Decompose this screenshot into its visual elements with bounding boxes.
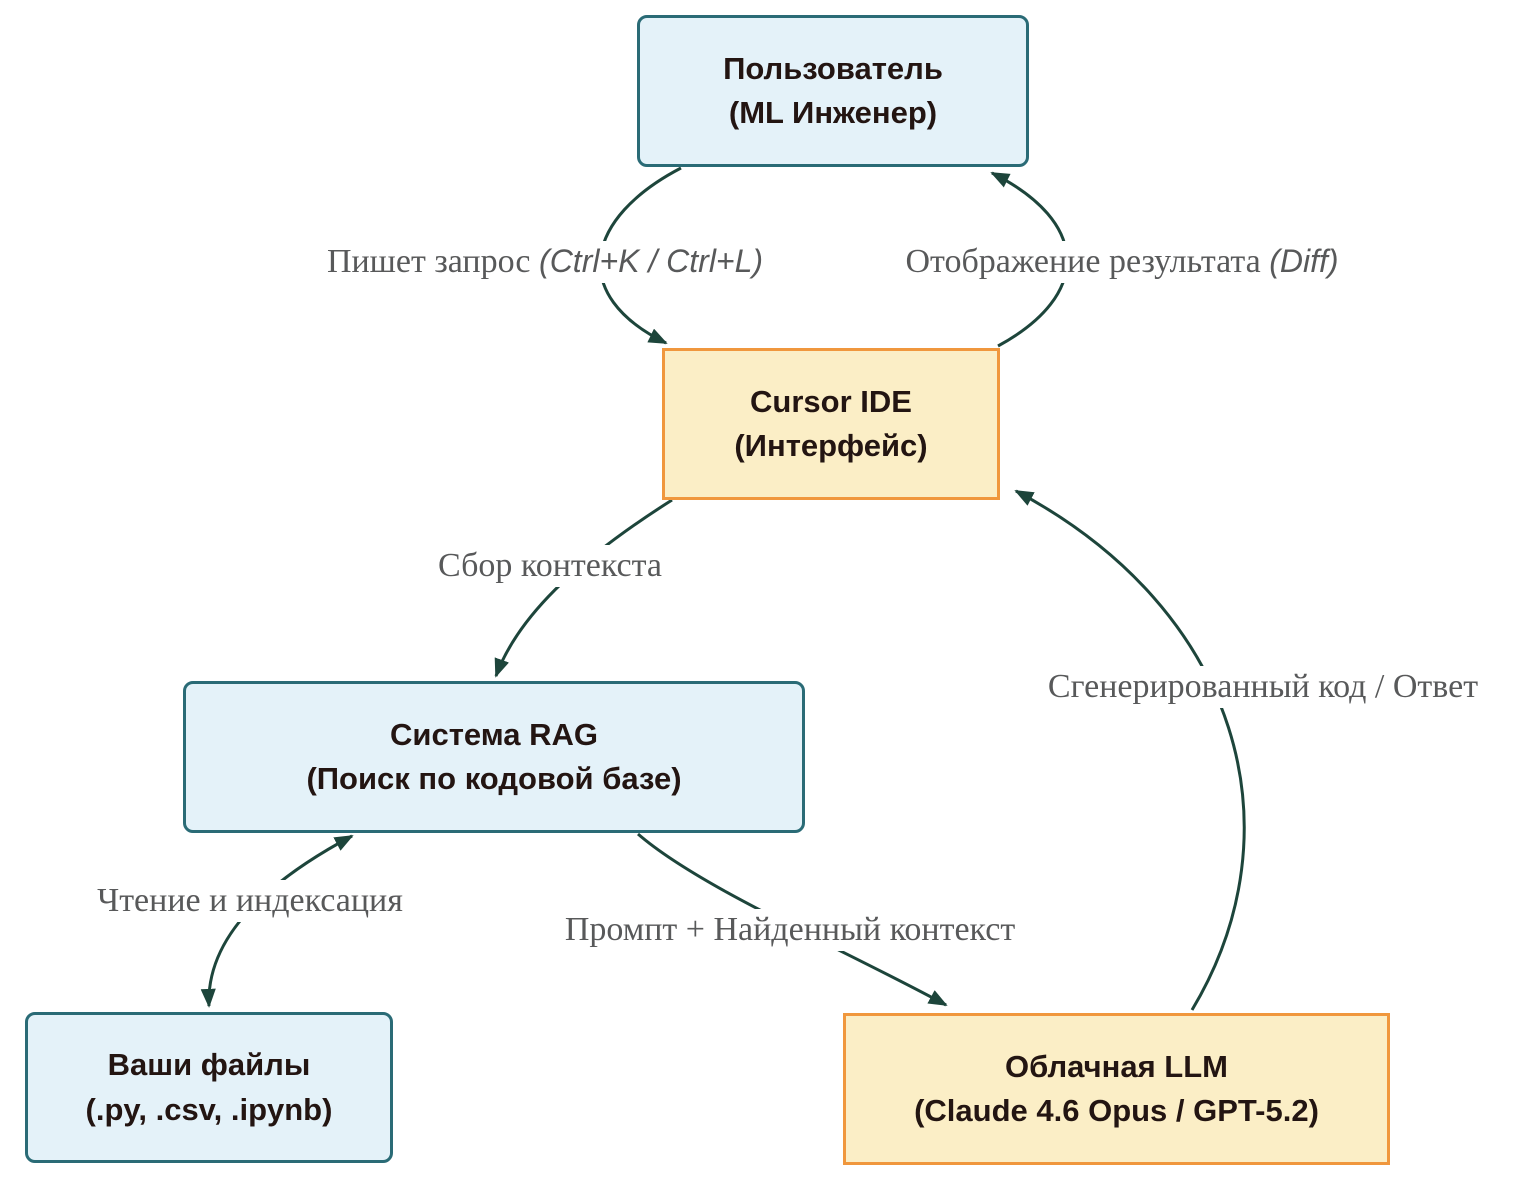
edge-generated-code-path — [1014, 489, 1246, 1011]
node-rag-system-subtitle: (Поиск по кодовой базе) — [306, 761, 682, 796]
edge-collect-context-path — [494, 498, 673, 678]
edge-label-read-index: Чтение и индексация — [89, 880, 411, 922]
edge-label-prompt-context-text: Промпт + Найденный контекст — [564, 911, 1016, 948]
edge-label-collect-context-text: Сбор контекста — [438, 547, 662, 584]
node-rag-system-title: Система RAG — [390, 716, 598, 752]
edge-label-display-result-note: (Diff) — [1269, 243, 1339, 279]
node-your-files-title: Ваши файлы — [107, 1047, 311, 1083]
edge-label-display-result-text: Отображение результата — [905, 243, 1261, 280]
node-cloud-llm-title: Облачная LLM — [1004, 1048, 1228, 1084]
edge-label-write-request-shortcut: (Ctrl+K / Ctrl+L) — [539, 243, 764, 279]
node-rag-system: Система RAG (Поиск по кодовой базе) — [183, 681, 805, 833]
edge-label-prompt-context: Промпт + Найденный контекст — [556, 909, 1024, 951]
edge-label-display-result: Отображение результата (Diff) — [897, 241, 1347, 283]
node-your-files: Ваши файлы (.py, .csv, .ipynb) — [25, 1012, 393, 1163]
node-cursor-ide-title: Cursor IDE — [750, 383, 912, 419]
node-user: Пользователь (ML Инженер) — [637, 15, 1029, 167]
node-user-subtitle: (ML Инженер) — [728, 95, 938, 130]
node-user-title: Пользователь — [723, 50, 943, 86]
node-cursor-ide: Cursor IDE (Интерфейс) — [662, 348, 1000, 500]
edge-label-write-request-text: Пишет запрос — [326, 243, 531, 280]
edge-label-write-request: Пишет запрос (Ctrl+K / Ctrl+L) — [318, 241, 772, 283]
edge-label-read-index-text: Чтение и индексация — [97, 882, 403, 919]
node-cursor-ide-subtitle: (Интерфейс) — [734, 428, 928, 463]
node-your-files-subtitle: (.py, .csv, .ipynb) — [85, 1091, 333, 1127]
edge-label-collect-context: Сбор контекста — [430, 545, 670, 587]
edge-label-generated-code: Сгенерированный код / Ответ — [1039, 666, 1487, 708]
node-cloud-llm: Облачная LLM (Claude 4.6 Opus / GPT-5.2) — [843, 1013, 1390, 1165]
node-cloud-llm-subtitle: (Claude 4.6 Opus / GPT-5.2) — [914, 1093, 1319, 1128]
edge-label-generated-code-text: Сгенерированный код / Ответ — [1047, 668, 1479, 705]
